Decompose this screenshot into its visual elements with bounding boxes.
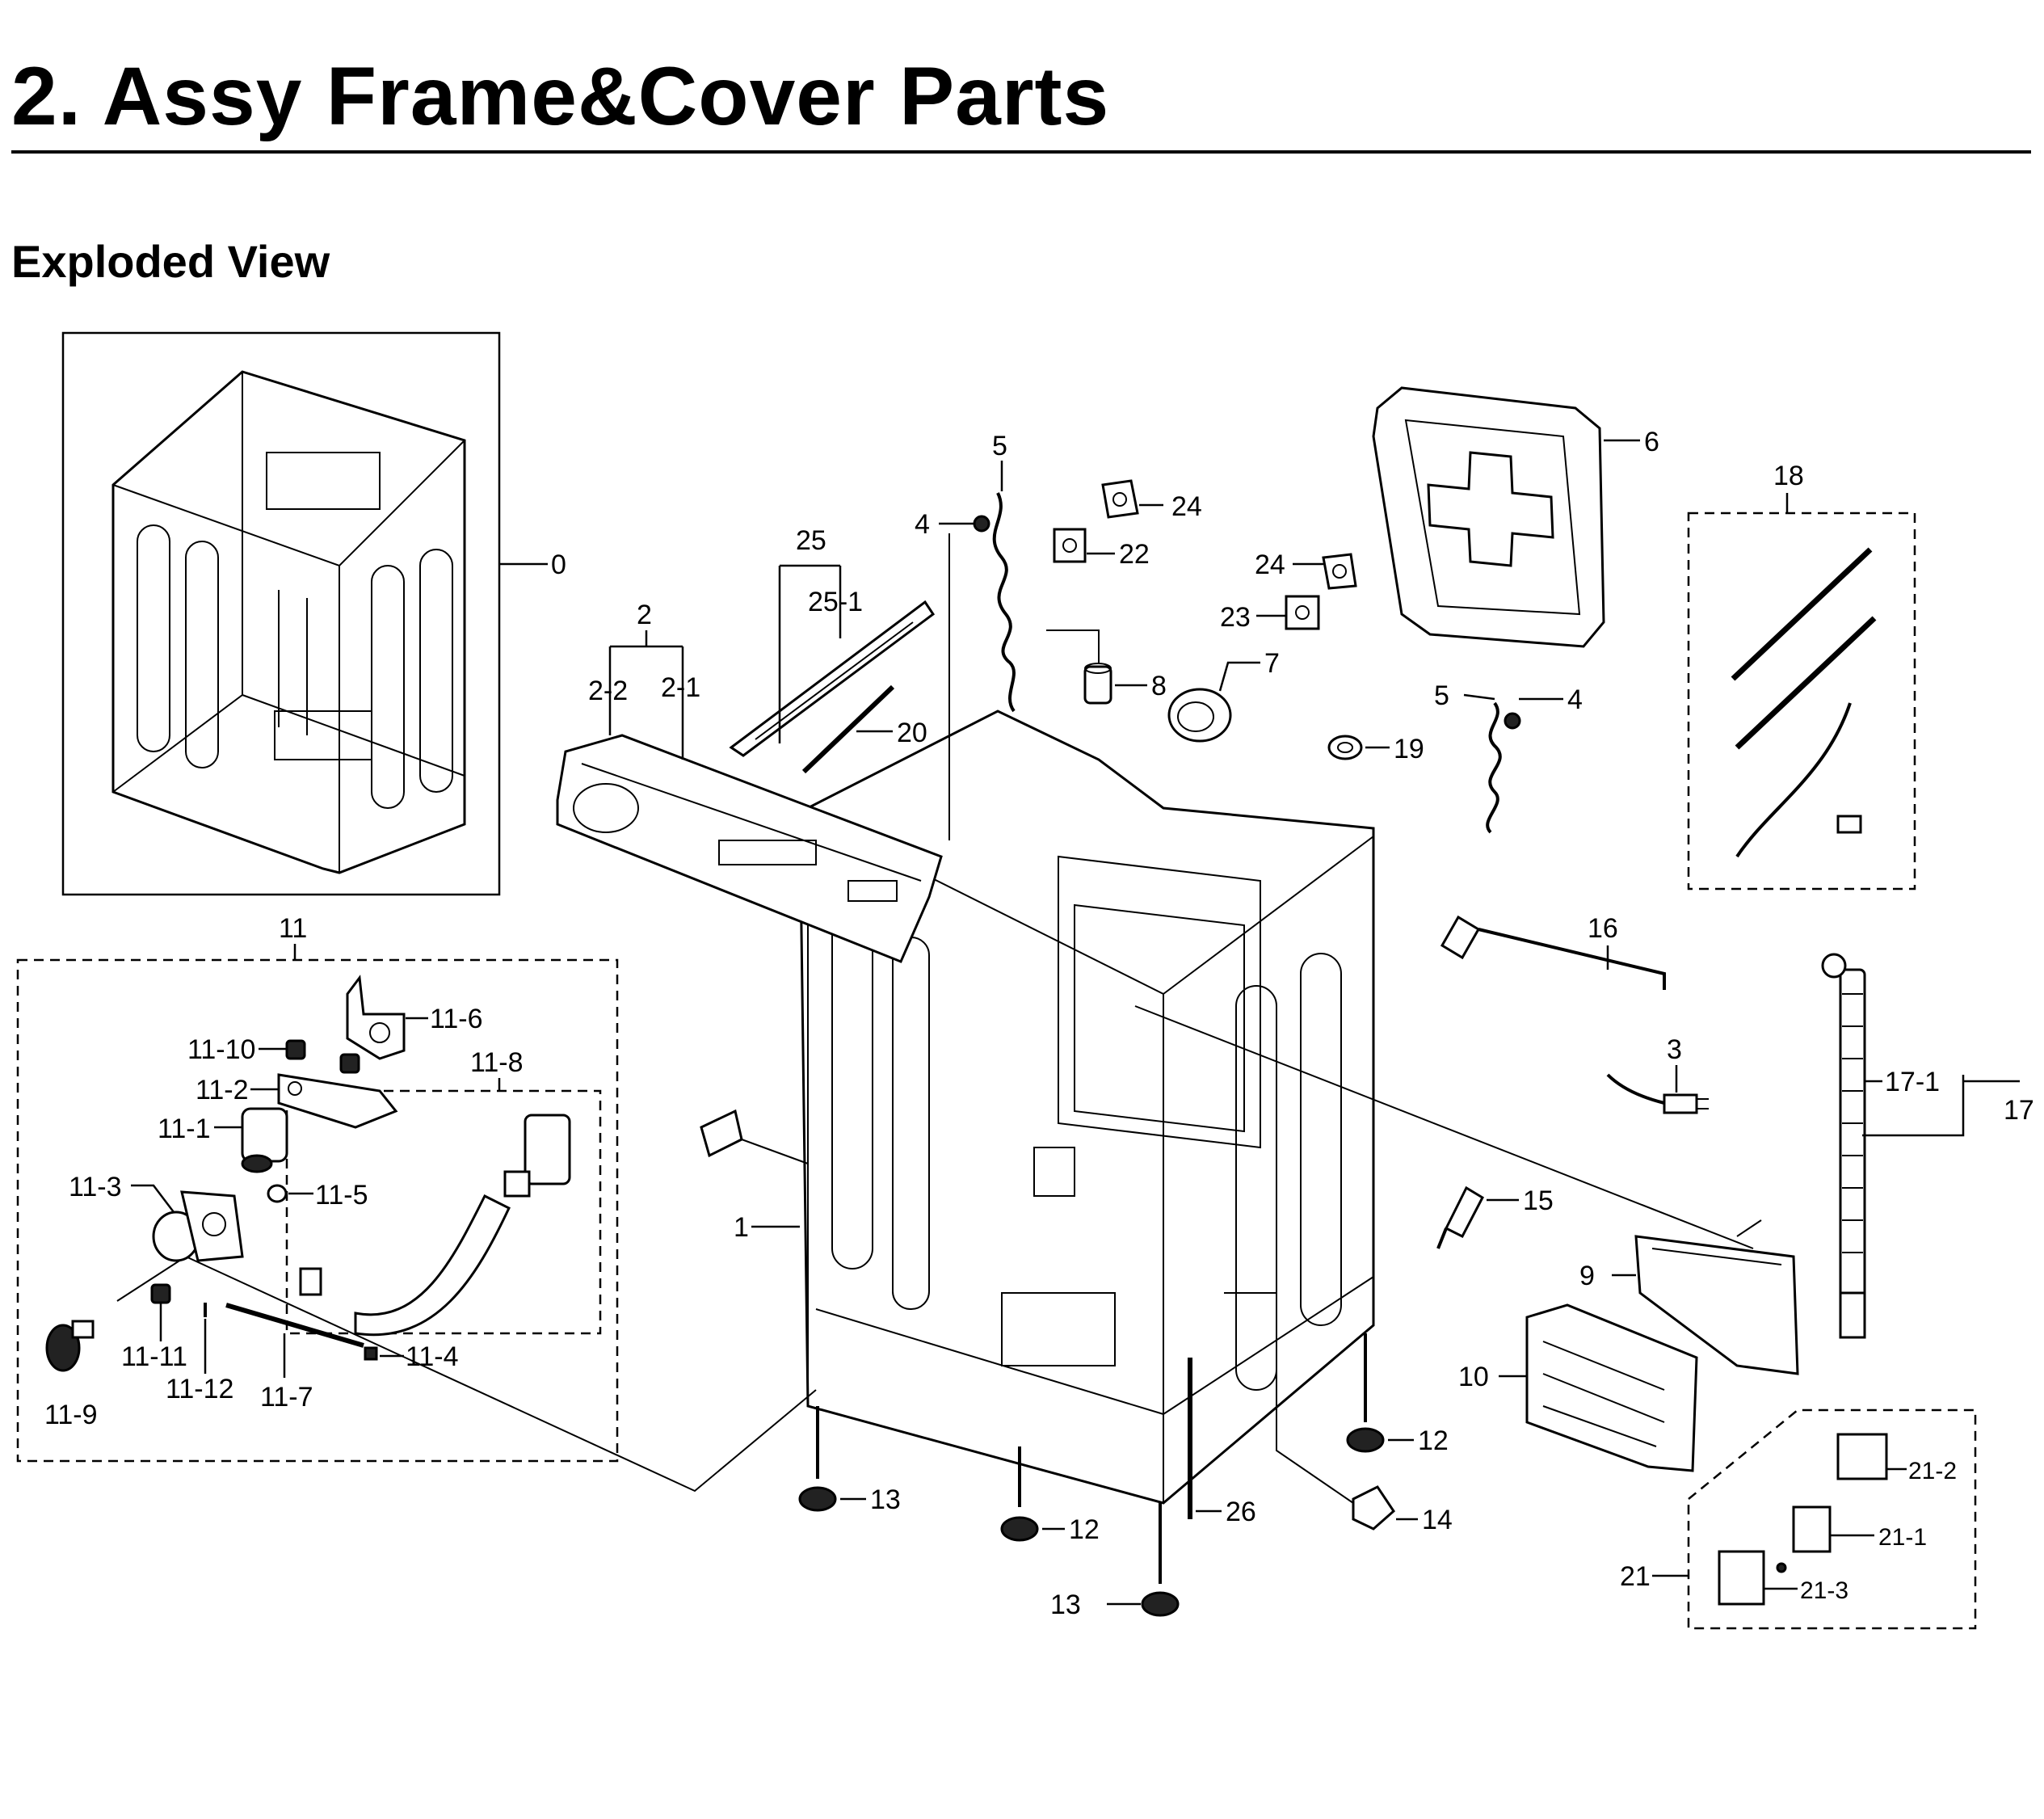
callout-11-7: 11-7: [260, 1382, 313, 1413]
callout-25-1: 25-1: [808, 587, 863, 617]
callout-9: 9: [1579, 1261, 1595, 1291]
part-bracket-11-2: [277, 1073, 398, 1129]
callout-11-3: 11-3: [69, 1172, 122, 1202]
callout-11-8: 11-8: [470, 1047, 524, 1078]
callout-13-right: 13: [1050, 1590, 1081, 1620]
part-cap-11-10: [285, 1039, 360, 1074]
part-wire-harness: [1731, 547, 1877, 858]
callout-16: 16: [1588, 913, 1618, 944]
part-ring-11-5: [267, 1184, 288, 1203]
callout-2: 2: [637, 600, 652, 630]
callout-17: 17: [2004, 1095, 2034, 1126]
title-rule: [11, 150, 2031, 154]
part-clip-left: [700, 1109, 743, 1158]
part-cover-9: [1634, 1235, 1799, 1375]
part-frame-cover: [1372, 386, 1605, 648]
callout-18: 18: [1773, 461, 1804, 491]
callout-26: 26: [1226, 1497, 1256, 1527]
part-spring-left: [973, 492, 1016, 713]
callout-20: 20: [897, 718, 927, 748]
callout-7: 7: [1264, 648, 1280, 679]
part-foot-13-left: [798, 1406, 837, 1512]
part-rod-20: [801, 684, 895, 774]
callout-19: 19: [1394, 734, 1424, 764]
section-heading: Exploded View: [11, 236, 330, 287]
callout-8: 8: [1151, 671, 1167, 701]
callout-11-2: 11-2: [196, 1075, 249, 1105]
callout-11-5: 11-5: [315, 1180, 368, 1211]
part-bracket-11-6: [346, 975, 406, 1060]
callout-4-left: 4: [915, 509, 930, 540]
part-top-bracket: [729, 600, 936, 757]
part-screw-11-4: [364, 1346, 378, 1361]
part-grommet-19: [1327, 735, 1363, 760]
callout-14: 14: [1422, 1505, 1453, 1535]
callout-1: 1: [734, 1212, 749, 1243]
part-foot-12-mid: [1000, 1446, 1039, 1542]
callout-4-right: 4: [1567, 684, 1583, 715]
part-ring-7: [1167, 688, 1232, 743]
part-cap-11-11: [150, 1283, 171, 1304]
part-bracket-22: [1053, 528, 1087, 563]
callout-12-right: 12: [1418, 1425, 1449, 1456]
callout-12-mid: 12: [1069, 1514, 1100, 1545]
part-sensor-15: [1436, 1185, 1484, 1249]
callout-5-right: 5: [1434, 680, 1449, 711]
callout-11: 11: [279, 913, 307, 944]
callout-2-1: 2-1: [661, 672, 700, 703]
callout-25: 25: [796, 525, 826, 556]
part-foot-12-right: [1346, 1333, 1385, 1453]
part-valve-11-3: [152, 1190, 244, 1262]
callout-21-3: 21-3: [1800, 1577, 1848, 1604]
part-foot-13-right: [1141, 1503, 1180, 1617]
callout-11-12: 11-12: [166, 1374, 233, 1404]
callout-0: 0: [551, 549, 566, 580]
callout-11-1: 11-1: [158, 1114, 211, 1144]
part-sensor-16: [1440, 915, 1666, 990]
callout-22: 22: [1119, 539, 1150, 570]
part-bracket-24-right: [1322, 553, 1357, 590]
callout-21-1: 21-1: [1878, 1524, 1927, 1551]
callout-6: 6: [1644, 427, 1659, 457]
callout-21: 21: [1620, 1561, 1651, 1592]
assembly-frame-overview: [61, 331, 501, 896]
callout-11-6: 11-6: [430, 1004, 483, 1034]
callout-24-right: 24: [1255, 549, 1285, 580]
callout-11-9: 11-9: [44, 1400, 98, 1430]
part-capacitor-8: [1083, 663, 1112, 705]
part-filter-21: [1718, 1433, 1888, 1606]
part-cabinet: [798, 709, 1375, 1505]
callout-11-4: 11-4: [406, 1341, 459, 1372]
part-rod-11-7: [225, 1303, 364, 1348]
callout-21-2: 21-2: [1908, 1458, 1957, 1484]
part-housing-10: [1525, 1303, 1698, 1472]
callout-10: 10: [1458, 1362, 1489, 1392]
page-title: 2. Assy Frame&Cover Parts: [11, 50, 1110, 142]
part-bracket-24-left: [1101, 479, 1139, 519]
callout-23: 23: [1220, 602, 1251, 633]
callout-17-1: 17-1: [1885, 1067, 1940, 1097]
part-frame-front: [556, 734, 943, 963]
part-drain-hose: [1821, 953, 1866, 1339]
callout-2-2: 2-2: [588, 676, 628, 706]
callout-3: 3: [1667, 1034, 1682, 1065]
part-valve-11-1: [241, 1107, 288, 1173]
part-bracket-23: [1285, 595, 1320, 630]
callout-15: 15: [1523, 1185, 1554, 1216]
callout-11-11: 11-11: [121, 1341, 187, 1372]
part-knob-11-9: [45, 1320, 95, 1372]
part-valve-11-8: [299, 1114, 571, 1337]
callout-5-left: 5: [992, 431, 1007, 461]
part-cap-14: [1352, 1485, 1395, 1531]
part-spring-right: [1486, 701, 1521, 834]
callout-11-10: 11-10: [187, 1034, 255, 1065]
callout-24-left: 24: [1171, 491, 1202, 522]
callout-13-left: 13: [870, 1484, 901, 1515]
part-power-cord: [1606, 1073, 1709, 1114]
